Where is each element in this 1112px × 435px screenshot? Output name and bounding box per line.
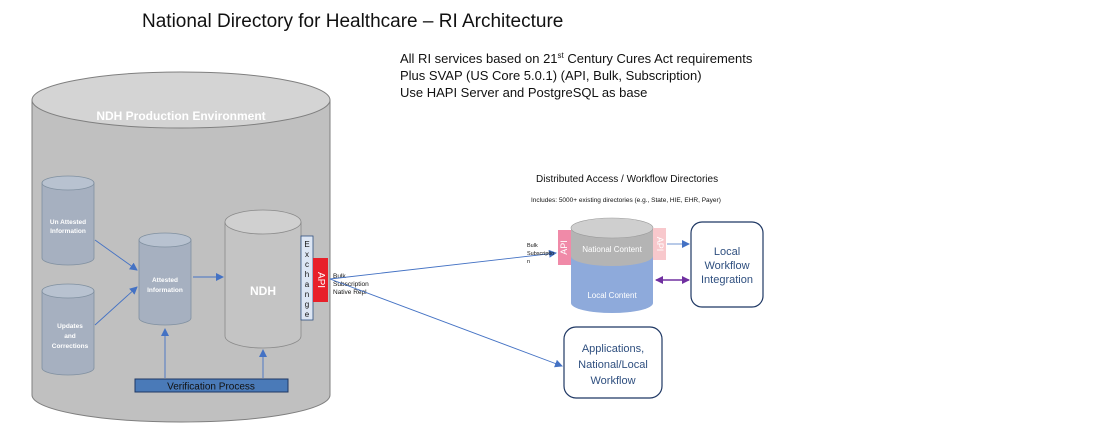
distributed-api-left-label: API: [559, 240, 569, 255]
applications-label-line-2: National/Local: [578, 359, 648, 371]
ndh-cylinder: NDH: [224, 209, 302, 349]
exchange-letter: x: [305, 250, 309, 259]
note-line-2: Plus SVAP (US Core 5.0.1) (API, Bulk, Su…: [400, 68, 702, 83]
applications-box: Applications, National/Local Workflow: [563, 326, 663, 399]
production-environment-label: NDH Production Environment: [96, 109, 265, 123]
attested-label-line-1: Attested: [152, 277, 178, 284]
arrow-ndh-to-applications: [329, 278, 563, 368]
national-content-label: National Content: [582, 245, 642, 254]
verification-process-label: Verification Process: [167, 382, 255, 393]
exchange-letter: n: [305, 290, 309, 299]
distributed-bulk-label: Bulk Subscriptio n: [527, 243, 554, 265]
applications-label-line-1: Applications,: [582, 343, 644, 355]
external-arrows: [329, 249, 563, 368]
ndh-exchange-label: Bulk Subscription Native Repl: [333, 273, 369, 296]
distributed-api-left: API: [558, 230, 571, 265]
ndh-api-label: API: [315, 272, 326, 288]
applications-label-line-3: Workflow: [590, 375, 635, 387]
distributed-api-right: API: [653, 228, 666, 260]
exchange-letter: h: [305, 270, 309, 279]
workflow-label-line-1: Local: [714, 246, 740, 258]
internal-arrows: [94, 239, 267, 378]
distributed-api-right-label: API: [655, 237, 665, 252]
local-workflow-integration-box: Local Workflow Integration: [690, 221, 764, 308]
requirements-notes: All RI services based on 21st Century Cu…: [400, 51, 753, 100]
exchange-box: E x c h a n g e: [300, 235, 314, 321]
verification-process-box: Verification Process: [134, 378, 289, 393]
bulk-label-line-3: n: [527, 259, 530, 265]
distributed-includes: Includes: 5000+ existing directories (e.…: [531, 197, 721, 204]
arrow-updates-to-attested: [94, 286, 138, 326]
workflow-label-line-3: Integration: [701, 274, 753, 286]
edge-label-line-2: Subscription: [333, 281, 369, 288]
exchange-letter: e: [305, 310, 310, 319]
arrow-ndh-to-distributed: [329, 249, 557, 280]
arrow-unattested-to-attested: [94, 239, 138, 271]
unattested-label-line-2: Information: [50, 228, 86, 235]
distributed-title: Distributed Access / Workflow Directorie…: [536, 174, 718, 185]
attested-label-line-2: Information: [147, 287, 183, 294]
ndh-label: NDH: [250, 284, 276, 298]
workflow-label-line-2: Workflow: [704, 260, 749, 272]
distributed-directory-cylinder: National Content Local Content: [570, 217, 654, 313]
updates-label-line-1: Updates: [57, 323, 83, 330]
diagram-title: National Directory for Healthcare – RI A…: [142, 11, 563, 32]
unattested-label-line-1: Un Attested: [50, 219, 86, 226]
exchange-letter: a: [305, 280, 310, 289]
updates-corrections-cylinder: Updates and Corrections: [41, 283, 95, 376]
edge-label-line-1: Bulk: [333, 273, 346, 280]
unattested-information-cylinder: Un Attested Information: [41, 175, 95, 266]
note-line-1: All RI services based on 21st Century Cu…: [400, 51, 753, 66]
edge-label-line-3: Native Repl: [333, 289, 367, 296]
attested-information-cylinder: Attested Information: [138, 232, 192, 326]
bulk-label-line-1: Bulk: [527, 243, 538, 249]
exchange-letter: g: [305, 300, 309, 309]
updates-label-line-2: and: [64, 333, 76, 340]
note-line-3: Use HAPI Server and PostgreSQL as base: [400, 85, 647, 100]
updates-label-line-3: Corrections: [52, 343, 89, 350]
bulk-label-line-2: Subscriptio: [527, 251, 554, 257]
exchange-letter: E: [304, 240, 309, 249]
exchange-letter: c: [305, 260, 309, 269]
ndh-api-box: API: [313, 258, 328, 302]
local-content-label: Local Content: [587, 291, 637, 300]
